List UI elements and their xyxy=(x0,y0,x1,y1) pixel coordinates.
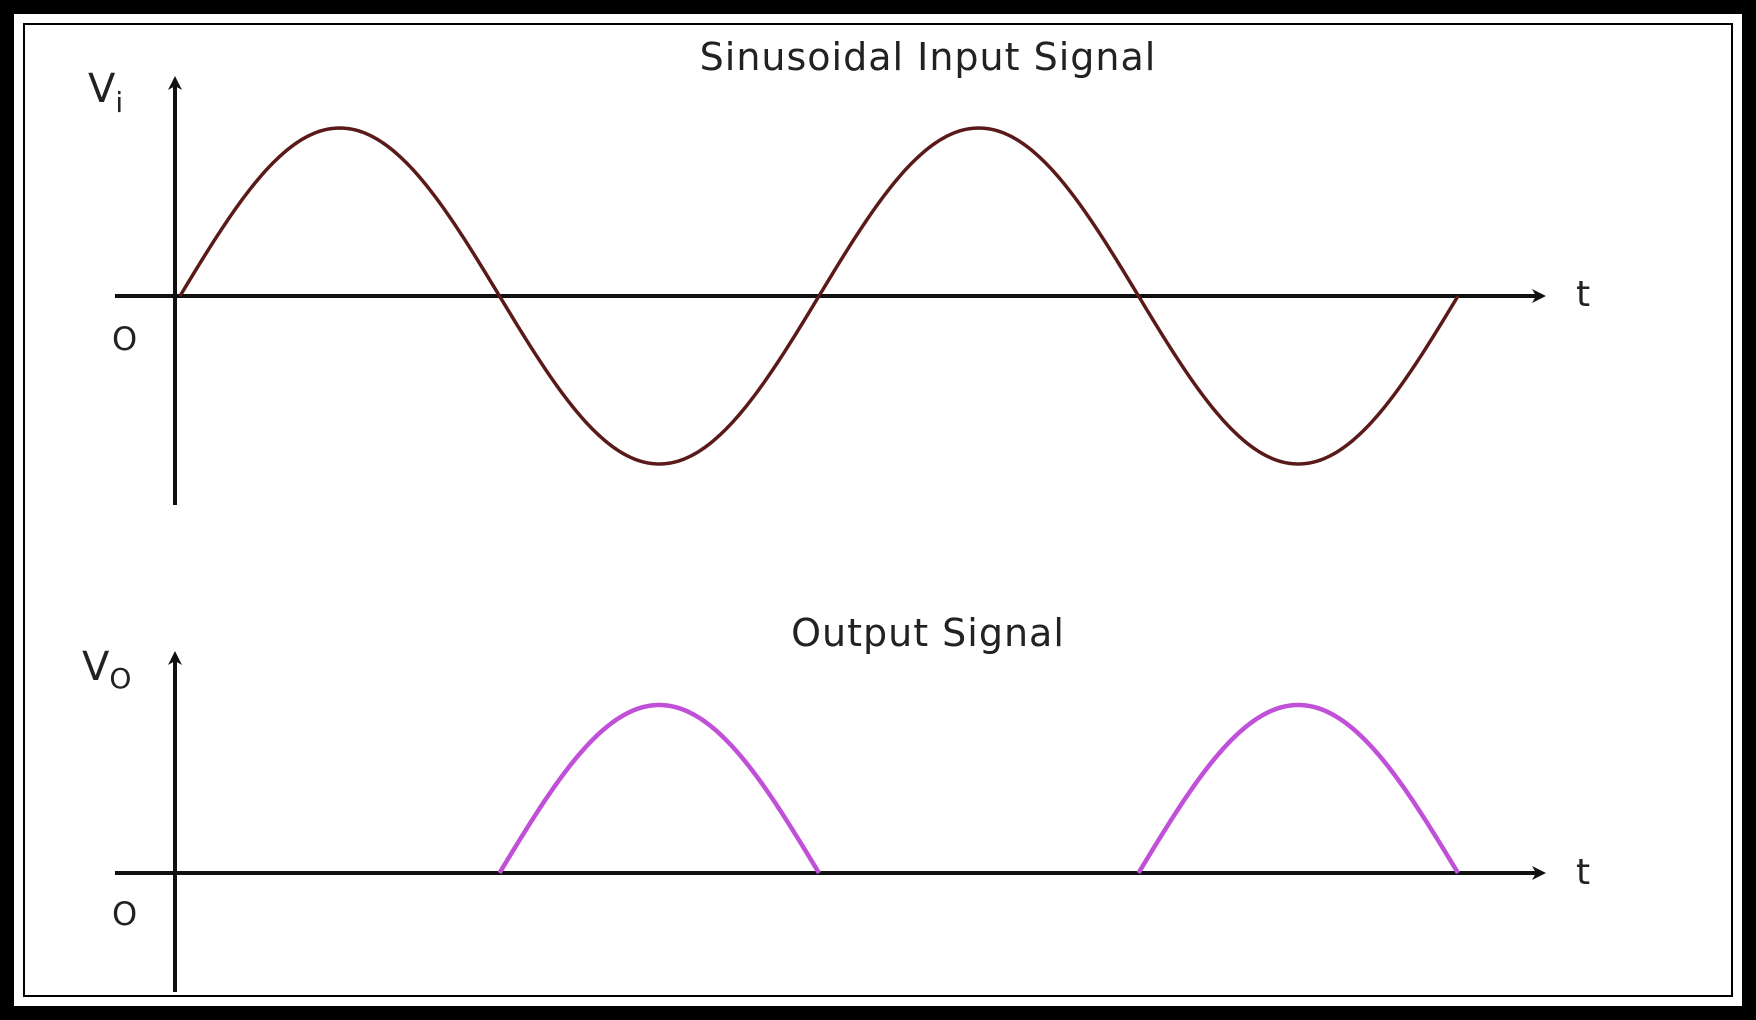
output-y-label: VO xyxy=(82,644,131,695)
output-y-label-main: V xyxy=(82,644,110,690)
input-origin-label: O xyxy=(112,320,137,358)
panel-outer-border xyxy=(10,10,1746,1010)
input-y-label-main: V xyxy=(88,66,116,112)
output-title: Output Signal xyxy=(791,611,1065,655)
input-x-label: t xyxy=(1576,274,1590,315)
output-y-label-sub: O xyxy=(109,662,131,695)
input-sine-wave xyxy=(178,126,1460,466)
input-panel: Sinusoidal Input Signal Vi O t xyxy=(88,35,1590,505)
input-title: Sinusoidal Input Signal xyxy=(700,35,1157,79)
input-y-label: Vi xyxy=(88,66,123,119)
panel-inner-border xyxy=(23,23,1733,997)
output-x-label: t xyxy=(1576,852,1590,893)
output-panel: Output Signal VO O t xyxy=(82,611,1590,992)
output-origin-label: O xyxy=(112,895,137,933)
output-rectified-wave xyxy=(497,702,1460,875)
input-y-label-sub: i xyxy=(115,86,123,119)
